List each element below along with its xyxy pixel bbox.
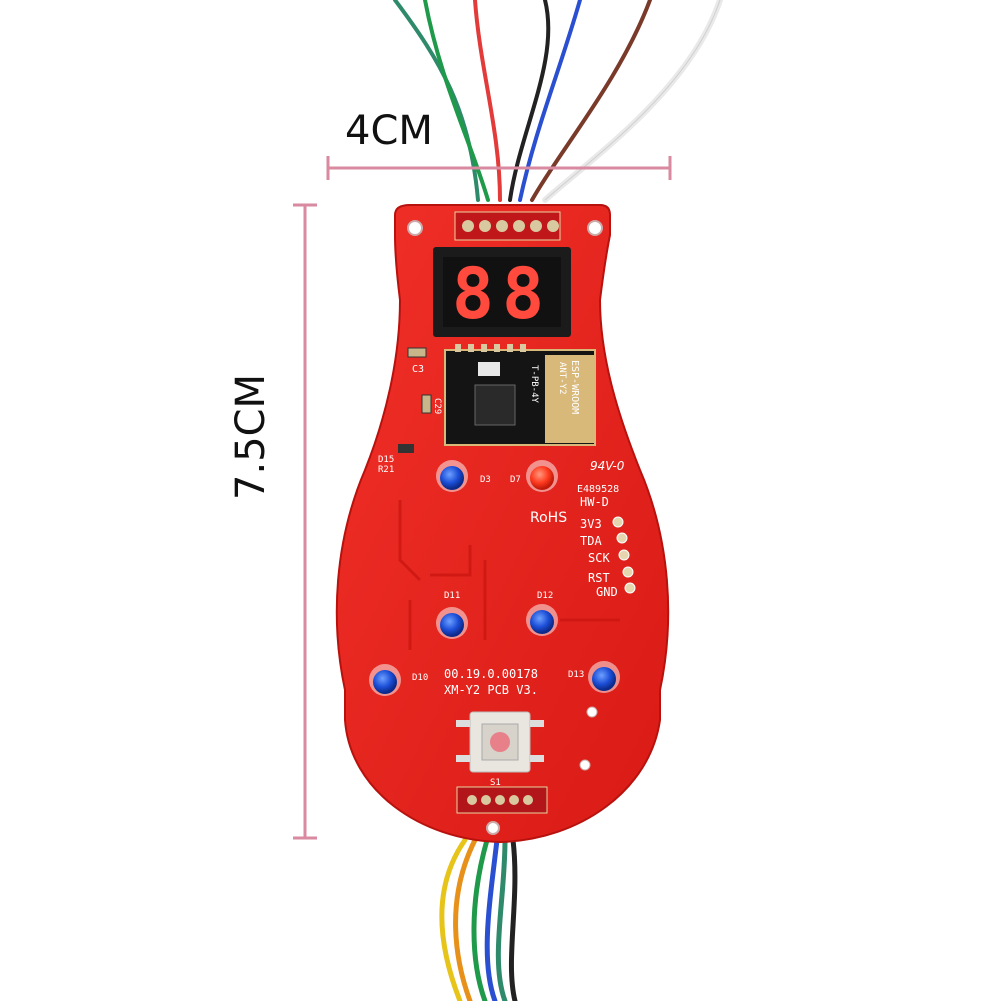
pin-label-gnd: GND [596, 585, 618, 599]
pin-label-sck: SCK [588, 551, 610, 565]
mounting-hole [486, 821, 500, 835]
capacitor-c29 [421, 394, 432, 414]
width-dimension-line [326, 156, 672, 180]
pin-header: 3V3 TDA SCK RST GND [580, 516, 636, 599]
top-wires [393, 0, 723, 203]
module-text-2: ANT-Y2 [557, 362, 567, 395]
label-r21: R21 [378, 465, 394, 475]
push-button-icon [456, 711, 544, 773]
label-d11: D11 [444, 591, 460, 601]
led-icon [588, 661, 620, 693]
height-dimension-label: 7.5CM [228, 373, 274, 500]
display-digits: 88 [452, 253, 552, 335]
label-d13: D13 [568, 670, 584, 680]
led-icon [436, 460, 468, 492]
seven-segment-display: 88 [433, 247, 571, 337]
bottom-wires [439, 837, 518, 1001]
label-version: 00.19.0.00178 [444, 667, 538, 681]
label-d3: D3 [480, 475, 491, 485]
resistor-r21 [398, 444, 414, 453]
label-c3: C3 [412, 364, 424, 375]
pin-pad [618, 549, 630, 561]
label-d7: D7 [510, 475, 521, 485]
module-text-3: T-PB-4Y [529, 365, 539, 404]
pin-label-3v3: 3V3 [580, 517, 602, 531]
pin-pad [624, 582, 636, 594]
label-code: E489528 [577, 484, 619, 495]
height-dimension-line [293, 203, 317, 840]
leds [369, 460, 620, 696]
pin-label-tda: TDA [580, 534, 602, 548]
wifi-module: ESP-WROOM ANT-Y2 T-PB-4Y [444, 344, 596, 446]
label-switch: S1 [490, 778, 501, 788]
led-icon [436, 607, 468, 639]
bottom-connector [456, 786, 548, 814]
silkscreen-labels: C3 C29 D15 R21 D3 D7 94V-0 E489528 HW-D … [378, 364, 625, 788]
pin-pad [616, 532, 628, 544]
label-d12: D12 [537, 591, 553, 601]
via-hole [579, 759, 591, 771]
pin-pad [622, 566, 634, 578]
led-icon [369, 664, 401, 696]
label-rohs: RoHS [530, 510, 567, 526]
label-rating: 94V-0 [590, 459, 625, 473]
pin-label-rst: RST [588, 571, 610, 585]
label-c29: C29 [432, 398, 442, 414]
mounting-hole [407, 220, 423, 236]
top-connector [454, 211, 561, 241]
width-dimension-label: 4CM [345, 108, 433, 154]
led-icon [526, 604, 558, 636]
label-d15: D15 [378, 455, 394, 465]
label-d10: D10 [412, 673, 428, 683]
led-icon [526, 460, 558, 492]
label-pcb: XM-Y2 PCB V3. [444, 683, 538, 697]
board-traces [398, 500, 620, 650]
via-hole [586, 706, 598, 718]
label-hw: HW-D [580, 495, 609, 509]
pin-pad [612, 516, 624, 528]
module-text-1: ESP-WROOM [569, 360, 580, 414]
capacitor-c3 [407, 347, 427, 358]
mounting-hole [587, 220, 603, 236]
